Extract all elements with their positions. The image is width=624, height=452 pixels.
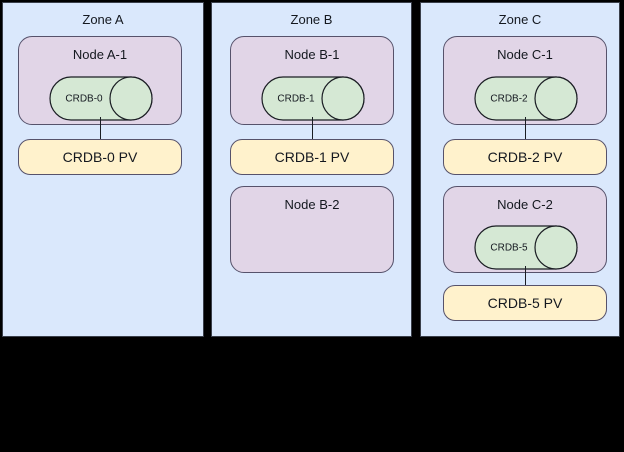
crdb-2-pv-label: CRDB-2 PV [487,148,563,165]
node-b-1[interactable]: Node B-1 CRDB-1 [230,36,394,125]
crdb-0-pv[interactable]: CRDB-0 PV [18,139,182,175]
zone-b-title: Zone B [290,12,333,27]
crdb-5-pv-label: CRDB-5 PV [487,294,563,311]
node-c-2-title: Node C-2 [497,197,553,212]
crdb-1-pv[interactable]: CRDB-1 PV [230,139,394,175]
crdb-0-label: CRDB-0 [65,93,103,104]
node-c-1[interactable]: Node C-1 CRDB-2 [443,36,607,125]
crdb-5-pv[interactable]: CRDB-5 PV [443,285,607,321]
crdb-1-pv-label: CRDB-1 PV [274,148,350,165]
connector-node-c-1-to-crdb-2-pv [525,117,526,140]
node-c-2[interactable]: Node C-2 CRDB-5 [443,186,607,273]
zone-c-title: Zone C [498,12,542,27]
zone-c[interactable]: Zone C Node C-1 CRDB-2 CRDB-2 PV Node C-… [420,2,620,337]
node-b-2[interactable]: Node B-2 [230,186,394,273]
connector-node-a-1-to-crdb-0-pv [100,117,101,140]
crdb-5-label: CRDB-5 [490,242,528,253]
zone-a-title: Zone A [82,12,124,27]
cylinder-database-icon-crdb-0[interactable]: CRDB-0 [49,76,153,121]
cylinder-database-icon-crdb-2[interactable]: CRDB-2 [474,76,578,121]
crdb-2-label: CRDB-2 [490,93,528,104]
zone-a[interactable]: Zone A Node A-1 CRDB-0 CRDB-0 PV [2,2,204,337]
crdb-2-pv[interactable]: CRDB-2 PV [443,139,607,175]
node-a-1-title: Node A-1 [72,47,128,62]
node-b-2-title: Node B-2 [284,197,340,212]
crdb-1-label: CRDB-1 [277,93,315,104]
cylinder-database-icon-crdb-1[interactable]: CRDB-1 [261,76,365,121]
connector-node-c-2-to-crdb-5-pv [525,266,526,286]
node-a-1[interactable]: Node A-1 CRDB-0 [18,36,182,125]
connector-node-b-1-to-crdb-1-pv [312,117,313,140]
zone-b[interactable]: Zone B Node B-1 CRDB-1 CRDB-1 PV Node B-… [211,2,412,337]
node-b-1-title: Node B-1 [284,47,340,62]
node-c-1-title: Node C-1 [497,47,553,62]
cylinder-database-icon-crdb-5[interactable]: CRDB-5 [474,225,578,270]
crdb-0-pv-label: CRDB-0 PV [62,148,138,165]
